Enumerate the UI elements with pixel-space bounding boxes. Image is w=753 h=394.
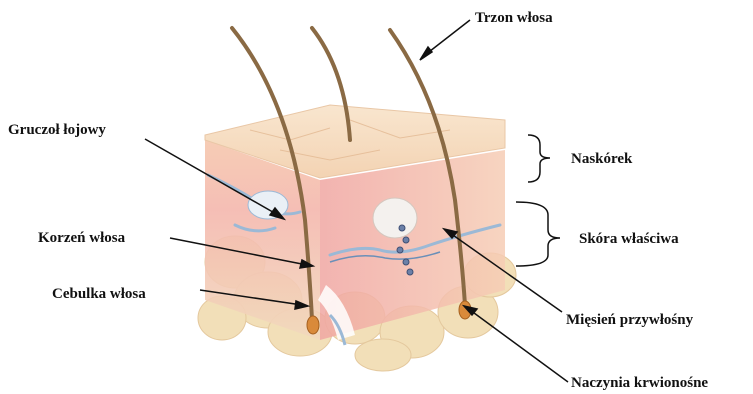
label-blood-vessels: Naczynia krwionośne	[571, 376, 708, 391]
label-hair-shaft: Trzon włosa	[475, 11, 553, 26]
label-dermis: Skóra właściwa	[579, 232, 679, 247]
label-arrector-pili: Mięsień przywłośny	[566, 313, 693, 328]
dermis-bracket	[516, 202, 560, 266]
label-hair-bulb: Cebulka włosa	[52, 287, 146, 302]
label-sebaceous-gland: Gruczoł łojowy	[8, 123, 106, 138]
epidermis-bracket	[528, 135, 550, 182]
label-epidermis: Naskórek	[571, 152, 632, 167]
label-hair-root: Korzeń włosa	[38, 231, 125, 246]
